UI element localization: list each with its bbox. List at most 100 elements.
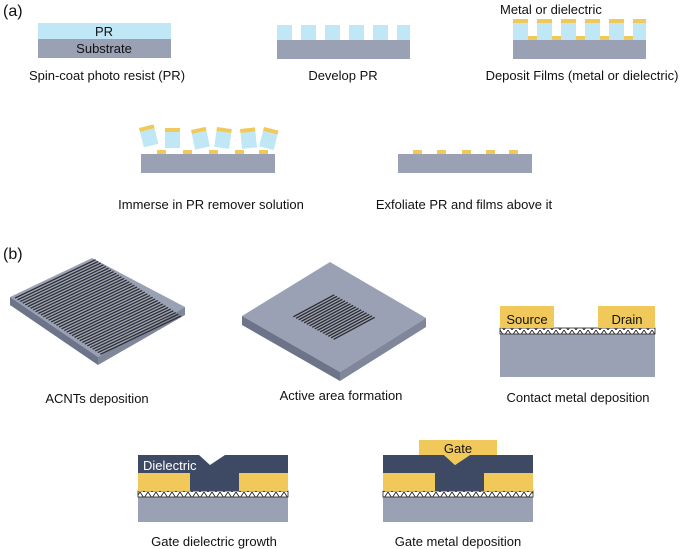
step-deposit-films: Metal or dielectric Deposit Films (metal <box>486 2 679 83</box>
cnt-line <box>322 310 365 334</box>
gate-label: Gate <box>444 441 472 456</box>
caption-acnt-deposition: ACNTs deposition <box>45 391 148 406</box>
cnt-line <box>27 267 109 308</box>
substrate-layer <box>500 334 655 377</box>
cnt-line <box>79 301 161 342</box>
cnt-line <box>22 264 104 304</box>
cnt-line <box>306 301 349 325</box>
cnt-line <box>40 276 122 316</box>
caption-develop-pr: Develop PR <box>308 68 377 83</box>
step-contact-metal: Source Drain Contact metal deposition <box>499 306 656 405</box>
cnt-line <box>82 303 164 343</box>
step-immerse-remover: Immerse in PR remover solution <box>118 124 304 212</box>
pr-layer-label: PR <box>95 24 113 39</box>
source-contact <box>500 306 554 328</box>
cnt-line <box>314 306 357 330</box>
cnt-array <box>14 259 182 355</box>
substrate-layer-label: Substrate <box>76 41 132 56</box>
drain-label: Drain <box>611 312 642 327</box>
cnt-layer <box>137 490 289 498</box>
cnt-line <box>97 313 179 354</box>
cnt-line <box>100 315 182 355</box>
caption-immerse-remover: Immerse in PR remover solution <box>118 197 304 212</box>
pr-pattern <box>277 25 410 40</box>
caption-deposit-films: Deposit Films (metal or dielectric) <box>486 68 679 83</box>
substrate-layer <box>398 154 532 173</box>
cnt-line <box>295 295 338 319</box>
cnt-line <box>66 293 148 333</box>
photoresist-layer <box>38 23 171 39</box>
cnt-line <box>317 307 359 331</box>
cnt-line <box>309 303 351 327</box>
step-gate-dielectric: Dielectric Gate dielectric growth <box>137 455 289 549</box>
cnt-line <box>32 271 114 311</box>
cnt-line <box>303 300 346 324</box>
cnt-line <box>17 260 99 301</box>
caption-gate-metal: Gate metal deposition <box>395 534 521 549</box>
caption-exfoliate: Exfoliate PR and films above it <box>376 197 553 212</box>
step-develop-pr: Develop PR <box>277 25 410 83</box>
cnt-line <box>53 284 135 325</box>
cnt-line <box>38 274 120 314</box>
cnt-line <box>333 316 375 340</box>
cnt-line <box>69 294 151 335</box>
cnt-line <box>319 309 362 333</box>
drain-contact <box>598 306 655 328</box>
cnt-line <box>48 281 130 321</box>
cnt-line <box>30 269 112 309</box>
dielectric-label: Dielectric <box>143 458 197 473</box>
cnt-layer <box>382 490 534 498</box>
source-contact <box>383 473 435 491</box>
cnt-line <box>330 315 373 339</box>
source-label: Source <box>506 312 547 327</box>
pr-pattern <box>513 23 646 40</box>
step-spin-coat: PR Substrate Spin-coat photo resist (PR) <box>29 23 185 83</box>
cnt-line <box>56 286 138 326</box>
cnt-line <box>25 265 107 306</box>
cnt-line <box>328 313 370 337</box>
drain-contact <box>239 473 288 491</box>
substrate-layer <box>383 497 533 522</box>
cnt-line <box>293 294 335 318</box>
cnt-line <box>74 298 156 338</box>
cnt-line <box>298 297 340 321</box>
substrate-layer <box>513 40 646 59</box>
step-gate-metal: Gate Gate metal deposition <box>382 440 534 549</box>
film-on-substrate <box>157 150 268 154</box>
step-exfoliate: Exfoliate PR and films above it <box>376 150 553 212</box>
panel-a-label: (a) <box>3 3 23 20</box>
drain-contact <box>484 473 533 491</box>
cnt-line <box>58 288 140 328</box>
substrate-layer <box>141 154 275 173</box>
cnt-line <box>325 312 367 336</box>
slab-left-face <box>10 297 98 365</box>
step-active-area: Active area formation <box>242 262 426 403</box>
caption-contact-metal: Contact metal deposition <box>506 390 649 405</box>
cnt-line <box>50 282 133 323</box>
cnt-line <box>84 305 166 345</box>
cnt-line <box>35 272 117 313</box>
cnt-line <box>87 306 169 347</box>
cnt-line <box>63 291 146 332</box>
caption-gate-dielectric: Gate dielectric growth <box>151 534 277 549</box>
substrate-layer <box>138 497 288 522</box>
cnt-line <box>301 298 343 322</box>
cnt-line <box>311 304 354 328</box>
metal-dielectric-callout: Metal or dielectric <box>500 2 602 17</box>
film-in-gaps <box>528 36 633 40</box>
panel-b-label: (b) <box>3 246 23 263</box>
slab-right-face <box>340 318 426 381</box>
cnt-line <box>19 262 102 303</box>
step-acnt-deposition: ACNTs deposition <box>10 258 185 406</box>
cnt-layer <box>499 327 656 335</box>
substrate-layer <box>38 39 171 58</box>
cnt-line <box>45 279 127 320</box>
cnt-line <box>76 300 158 340</box>
cnt-line <box>89 308 171 349</box>
cnt-line <box>61 289 143 330</box>
film-on-substrate <box>413 150 518 154</box>
cnt-line <box>43 277 125 318</box>
cnt-line <box>14 259 96 299</box>
caption-spin-coat: Spin-coat photo resist (PR) <box>29 68 185 83</box>
